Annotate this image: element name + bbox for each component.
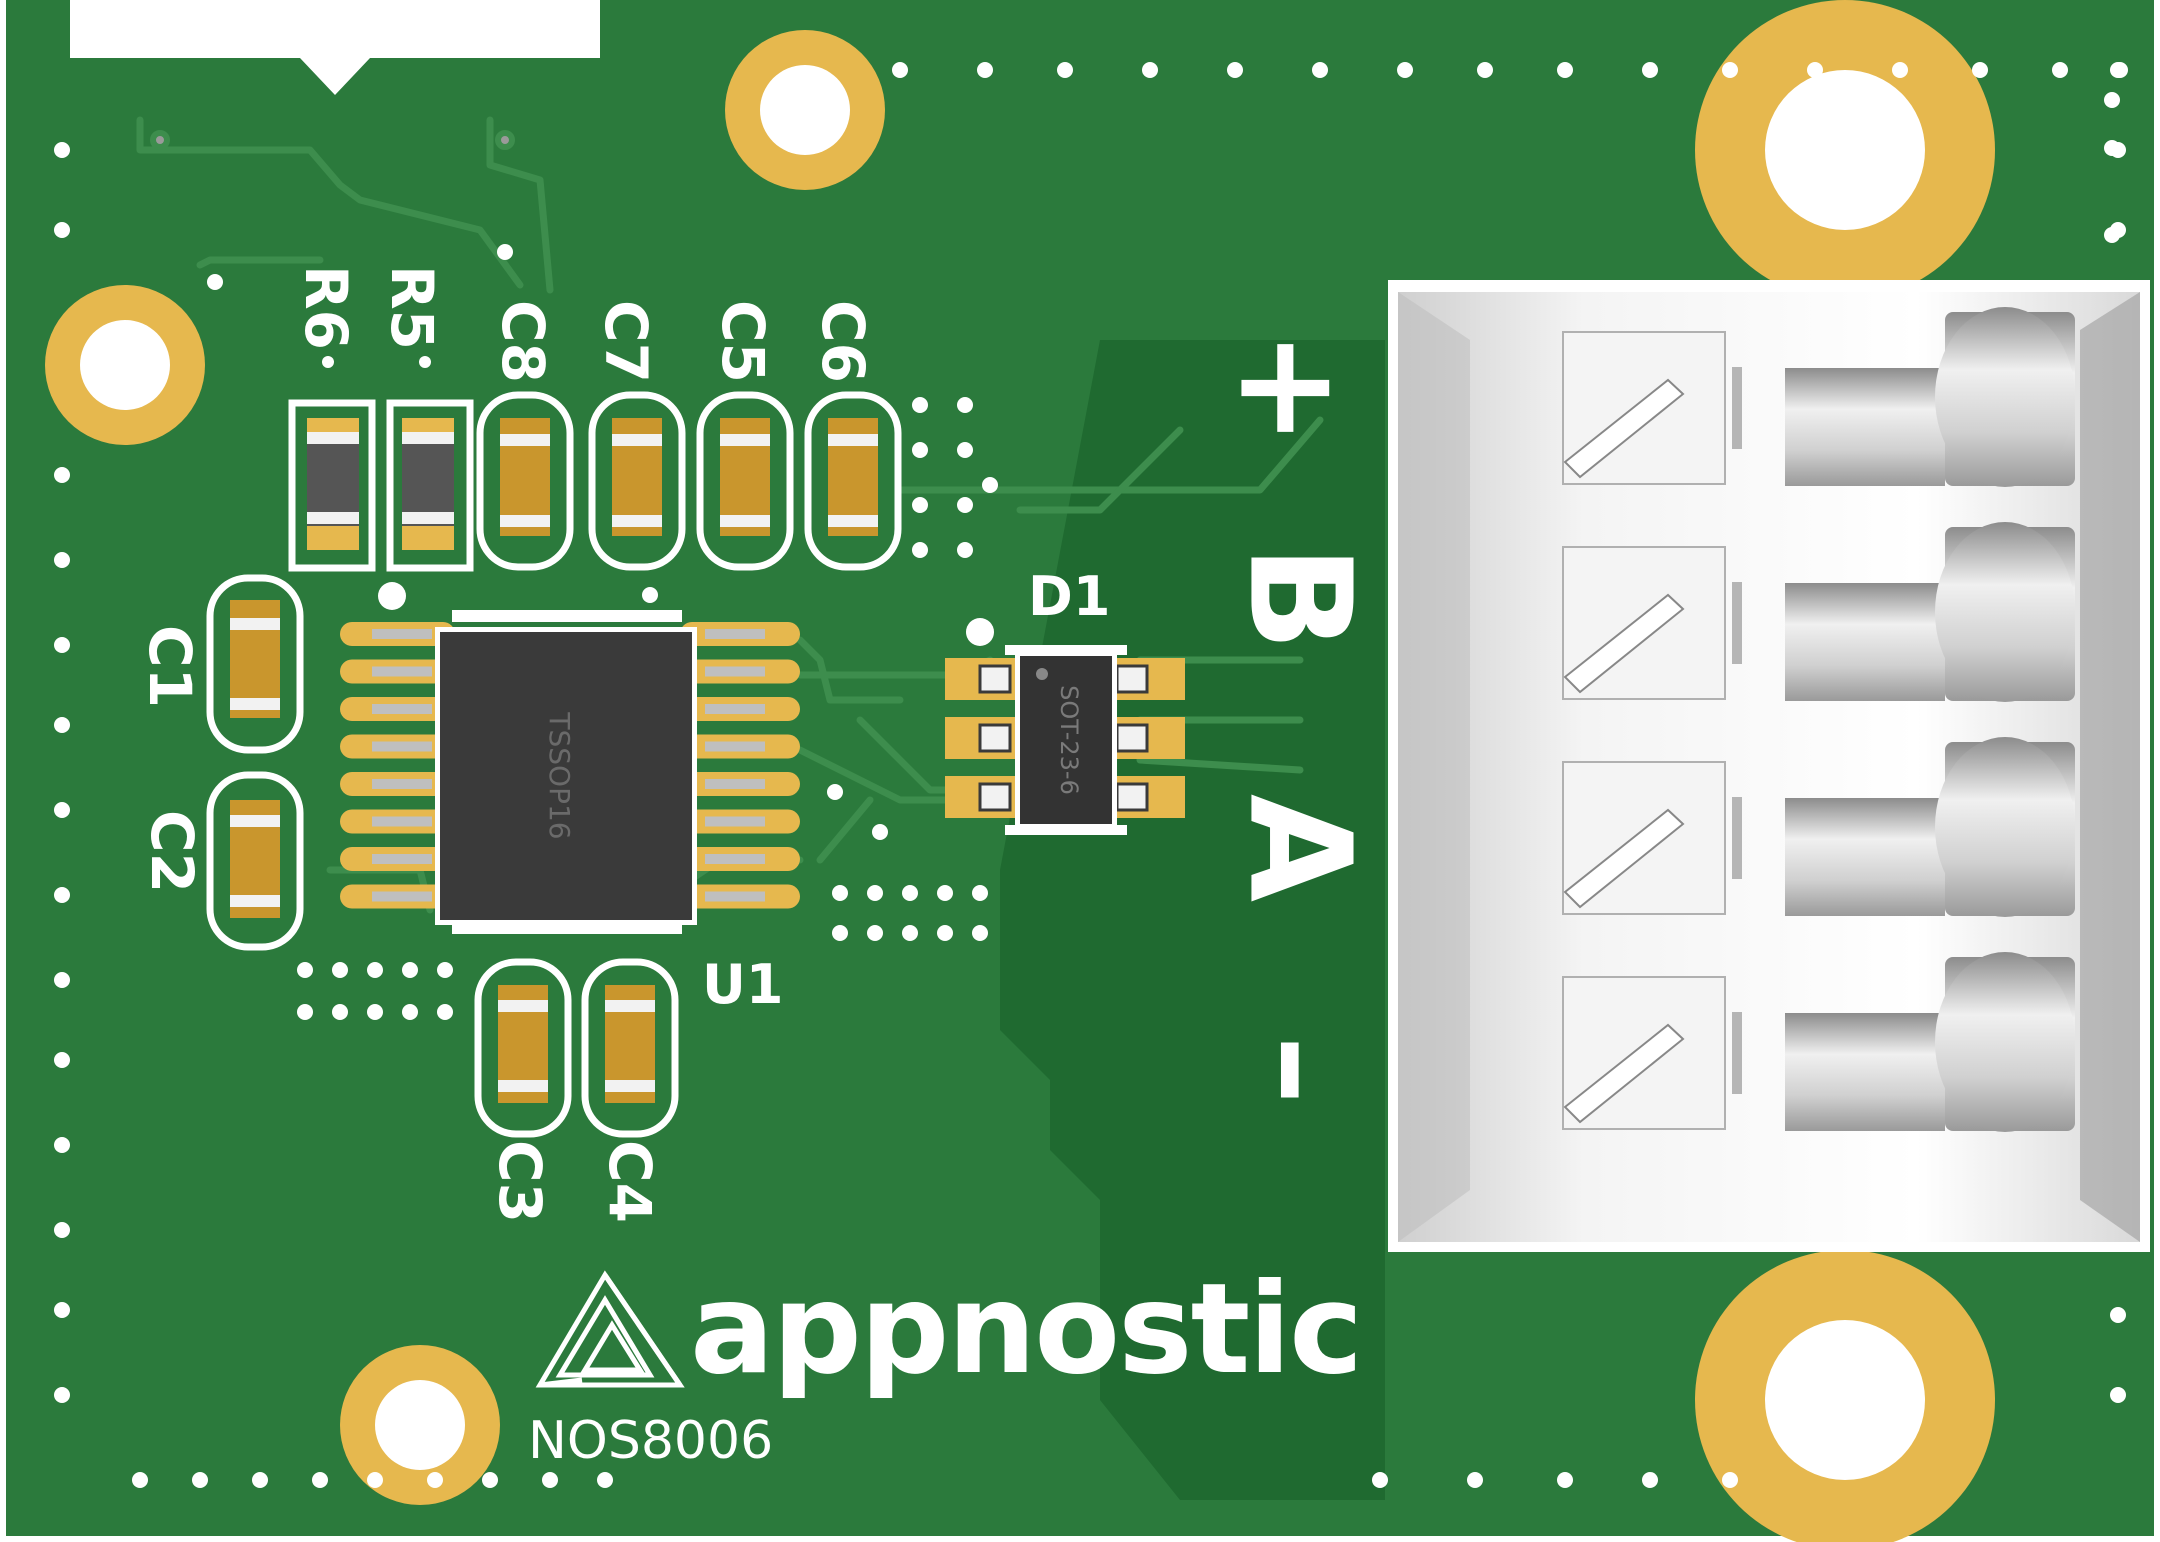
label-r5: R5 xyxy=(378,265,446,350)
brand-name: appnostic xyxy=(690,1257,1361,1402)
penrose-triangle-logo-icon xyxy=(535,1270,685,1388)
vias xyxy=(54,62,2128,1488)
label-c2: C2 xyxy=(138,810,206,893)
label-u1: U1 xyxy=(702,953,783,1016)
mounting-hole xyxy=(1695,0,1995,300)
mounting-hole xyxy=(340,1345,500,1505)
mounting-hole xyxy=(725,30,885,190)
pin-label-b: B xyxy=(1217,545,1380,652)
part-number: NOS8006 xyxy=(528,1411,773,1471)
pin-label-minus: – xyxy=(1217,1035,1380,1105)
copper-pour xyxy=(1000,340,1385,1500)
u1-package-label: TSSOP16 xyxy=(543,711,576,839)
terminal-pin-labels: + B A – xyxy=(1207,329,1380,1105)
capacitor-c8 xyxy=(476,391,574,571)
capacitor-c6 xyxy=(804,391,902,571)
label-c1: C1 xyxy=(136,625,204,708)
diode-d1: SOT-23-6 xyxy=(945,618,1185,835)
label-c4: C4 xyxy=(596,1140,664,1223)
label-c8: C8 xyxy=(489,300,557,383)
terminal-block xyxy=(1388,280,2150,1252)
resistor-r6 xyxy=(288,399,376,572)
capacitor-c5 xyxy=(696,391,794,571)
capacitor-c7 xyxy=(588,391,686,571)
capacitor-c2 xyxy=(206,771,304,951)
ic-u1: TSSOP16 xyxy=(340,582,800,934)
label-c5: C5 xyxy=(709,300,777,383)
pin-label-a: A xyxy=(1217,794,1380,902)
mounting-hole xyxy=(45,285,205,445)
terminal-screw-icon xyxy=(1562,952,2075,1132)
label-c6: C6 xyxy=(809,300,877,383)
label-c7: C7 xyxy=(592,300,660,383)
terminal-screw-icon xyxy=(1562,522,2075,702)
capacitor-c3 xyxy=(474,958,572,1138)
terminal-screw-icon xyxy=(1562,737,2075,917)
pin-label-plus: + xyxy=(1207,329,1370,446)
mounting-hole xyxy=(1695,1250,1995,1542)
d1-package-label: SOT-23-6 xyxy=(1055,685,1083,795)
capacitor-c1 xyxy=(206,574,304,754)
capacitor-c4 xyxy=(581,958,679,1138)
label-d1: D1 xyxy=(1028,565,1110,628)
board-edge-tab xyxy=(70,0,600,95)
terminal-screw-icon xyxy=(1562,307,2075,487)
resistor-r5 xyxy=(386,399,474,572)
label-c3: C3 xyxy=(486,1140,554,1223)
label-r6: R6 xyxy=(292,265,360,350)
grey-vias xyxy=(150,130,515,150)
